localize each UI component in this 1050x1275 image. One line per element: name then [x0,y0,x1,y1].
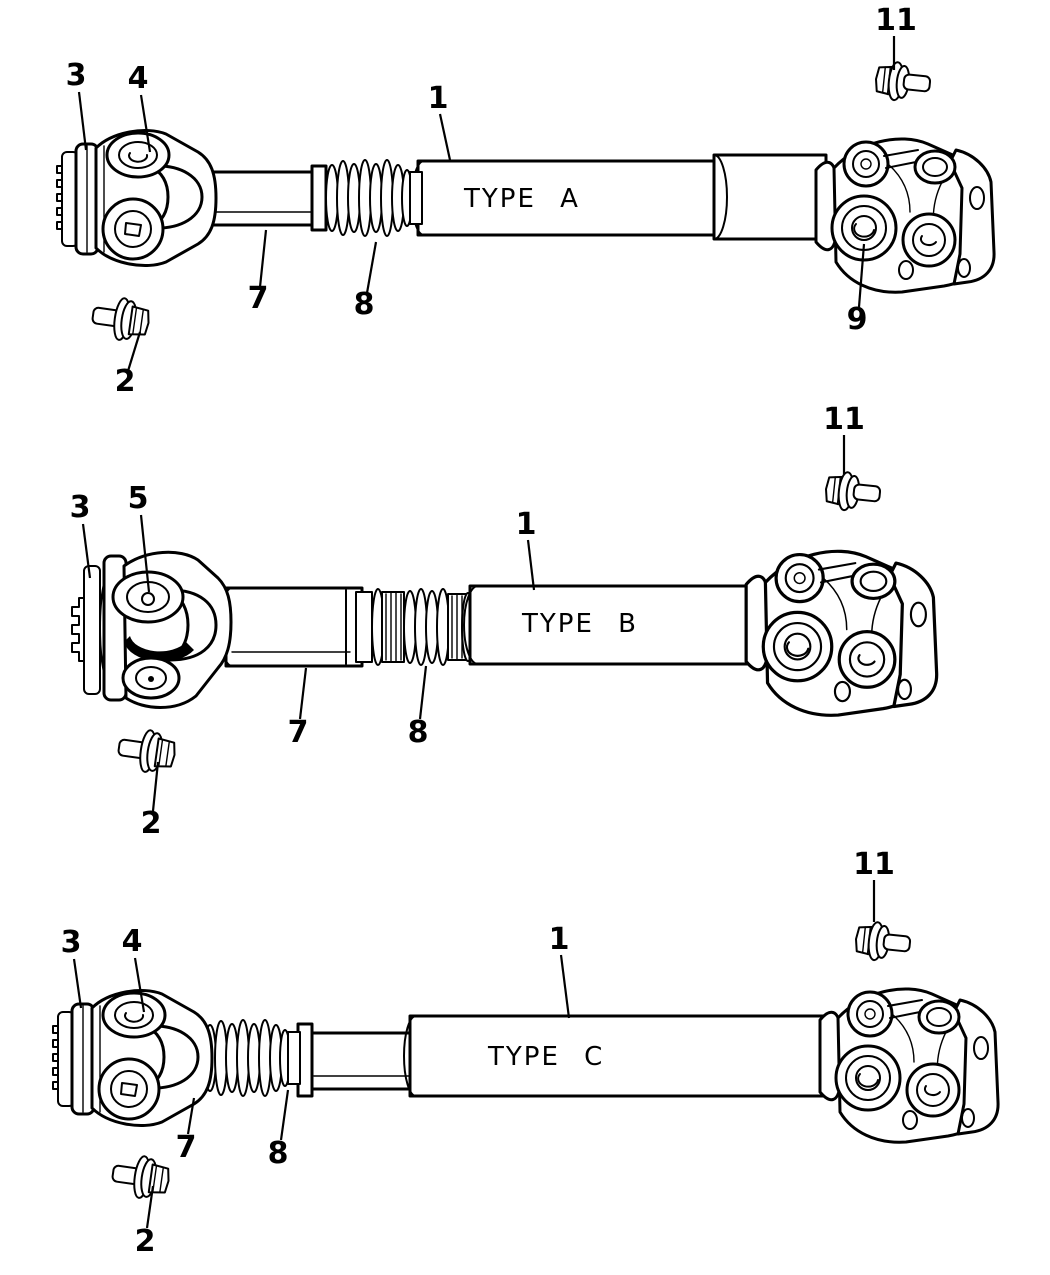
callout-number: 2 [135,1224,156,1259]
callout-leader-line [857,243,866,308]
callout-number: 1 [549,922,570,957]
callout-7: 7 [176,1097,197,1165]
callout-number: 7 [176,1130,197,1165]
callout-11: 11 [823,402,865,474]
callout-leader-line [258,229,268,288]
callout-leader-line [418,665,428,720]
main-tube-c [408,1014,836,1098]
bolt-c-11 [853,919,913,965]
callout-number: 5 [128,481,149,516]
callout-leader-line [438,113,452,161]
bolt-a-2 [89,293,153,345]
callout-number: 8 [408,715,429,750]
callout-number: 8 [354,287,375,322]
bolt-b-2 [115,725,179,777]
callout-number: 7 [288,715,309,750]
callout-leader-line [81,523,92,579]
callout-leader-line [186,1097,196,1135]
callout-leader-line [139,94,152,153]
callout-number: 4 [128,61,149,96]
callout-leader-line [279,1089,290,1141]
callout-2: 2 [135,1185,156,1259]
bolt-a-11 [873,59,933,105]
front-yoke-a [55,128,218,268]
type-c-label: TYPE C [487,1042,604,1072]
callout-4: 4 [128,61,152,153]
callout-number: 2 [141,806,162,841]
callout-number: 4 [122,924,143,959]
callout-1: 1 [549,922,571,1019]
callout-leader-line [126,331,142,372]
callout-number: 11 [823,402,865,437]
callout-leader-line [559,954,571,1019]
callout-11: 11 [875,3,917,70]
callout-leader-line [77,91,88,151]
type-a-label: TYPE A [463,184,580,214]
type-b-label: TYPE B [521,609,638,639]
boot-bellows-a [325,159,423,237]
spline-coupling-b [371,588,475,666]
callout-leader-line [72,958,83,1009]
callout-leader-line [145,1185,155,1229]
callout-number: 9 [847,302,868,337]
callout-number: 11 [853,847,895,882]
tube-segment-a [712,153,828,241]
callout-number: 3 [61,925,82,960]
shaft-type-c: TYPE C 1 2 3 4 7 8 11 [51,847,1000,1259]
callout-1: 1 [428,81,452,161]
front-yoke-b [71,550,233,709]
bolt-c-2 [109,1151,173,1203]
rear-cv-joint-b [744,549,939,717]
callout-9: 9 [847,243,868,337]
callout-number: 3 [70,490,91,525]
callout-8: 8 [408,665,429,750]
stub-tube-c [310,1031,412,1091]
callout-8: 8 [268,1089,290,1171]
callout-leader-line [526,539,536,591]
rear-cv-joint-c [818,987,1000,1144]
slip-collar-b [355,591,373,663]
callout-leader-line [298,667,308,720]
callout-5: 5 [128,481,151,593]
shaft-type-a: TYPE A 1 2 3 4 7 8 9 [55,3,996,399]
callout-number: 2 [115,364,136,399]
callout-leader-line [365,241,378,294]
callout-11: 11 [853,847,895,922]
callout-7: 7 [248,229,269,316]
callout-number: 3 [66,58,87,93]
callout-8: 8 [354,241,378,322]
callout-leader-line [139,514,151,593]
boot-bellows-c [203,1019,301,1097]
callout-3: 3 [70,490,92,579]
rear-cv-joint-a [814,137,996,294]
callout-leader-line [133,957,146,1013]
boot-collar-a [310,164,328,232]
callout-3: 3 [61,925,83,1009]
callout-4: 4 [122,924,146,1013]
front-yoke-c [51,988,214,1128]
callout-2: 2 [141,761,162,841]
callout-2: 2 [115,331,142,399]
callout-number: 1 [428,81,449,116]
shaft-type-b: TYPE B 1 2 3 5 7 8 11 [70,402,939,841]
main-tube-b [468,584,750,666]
callout-number: 8 [268,1136,289,1171]
callout-7: 7 [288,667,309,750]
callout-number: 11 [875,3,917,38]
callout-number: 1 [516,507,537,542]
bolt-b-11 [823,469,883,515]
callout-1: 1 [516,507,537,591]
stub-tube-a [210,170,316,227]
callout-leader-line [151,761,160,812]
callout-3: 3 [66,58,88,151]
callout-number: 7 [248,281,269,316]
slip-tube-b [224,586,364,668]
